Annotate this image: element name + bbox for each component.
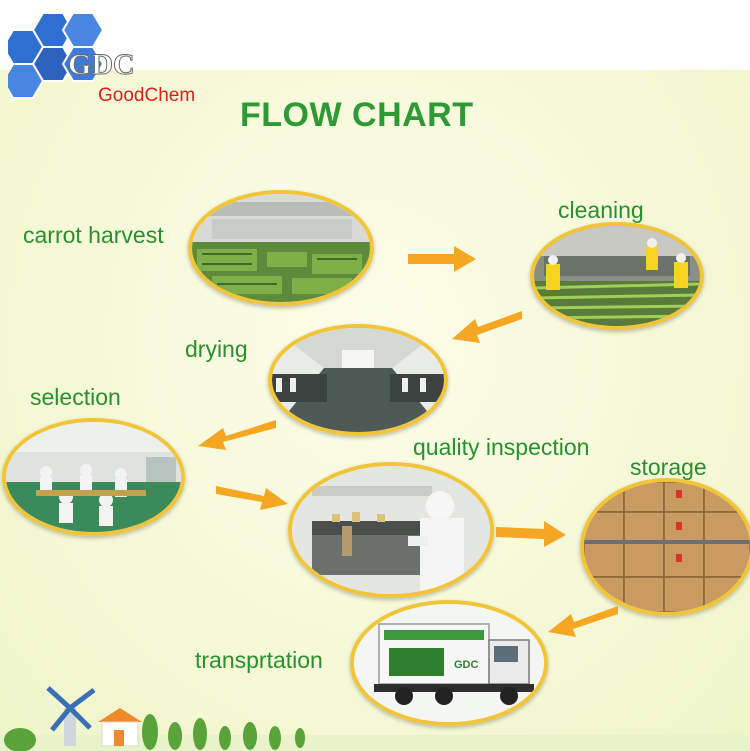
arrow-down-left-icon xyxy=(452,311,522,343)
arrow-right-icon xyxy=(408,246,476,272)
field-photo xyxy=(188,190,374,306)
arrow-right-icon xyxy=(216,486,288,510)
house-icon xyxy=(98,708,142,747)
arrow-right-icon xyxy=(496,521,566,547)
goodchem-logo: GDC GoodChem xyxy=(1,8,208,106)
step-label-storage: storage xyxy=(630,454,707,480)
selection-workshop-photo xyxy=(2,418,185,536)
step-label-harvest: carrot harvest xyxy=(23,222,164,248)
step-label-transportation: transprtation xyxy=(195,647,323,673)
page-title: FLOW CHART xyxy=(240,96,474,134)
logo-name: GoodChem xyxy=(98,85,195,103)
drying-room-photo xyxy=(268,324,448,436)
arrow-down-left-icon xyxy=(198,420,276,450)
lab-inspection-photo xyxy=(288,462,494,598)
cleaning-line-photo xyxy=(530,222,704,330)
windmill-icon xyxy=(46,686,96,746)
truck-photo: GDC xyxy=(350,600,548,726)
hexagon-logo-icon: GDC GoodChem xyxy=(1,12,195,106)
truck-panel-text: GDC xyxy=(454,659,479,671)
warehouse-cartons-photo xyxy=(580,478,750,616)
landscape-footer xyxy=(0,686,750,751)
step-label-cleaning: cleaning xyxy=(558,197,644,223)
step-label-quality-inspection: quality inspection xyxy=(413,434,590,460)
header-band xyxy=(0,0,750,70)
logo-abbrev: GDC xyxy=(68,48,135,81)
step-label-selection: selection xyxy=(30,384,121,410)
step-label-drying: drying xyxy=(185,336,248,362)
arrow-down-left-icon xyxy=(548,606,618,637)
